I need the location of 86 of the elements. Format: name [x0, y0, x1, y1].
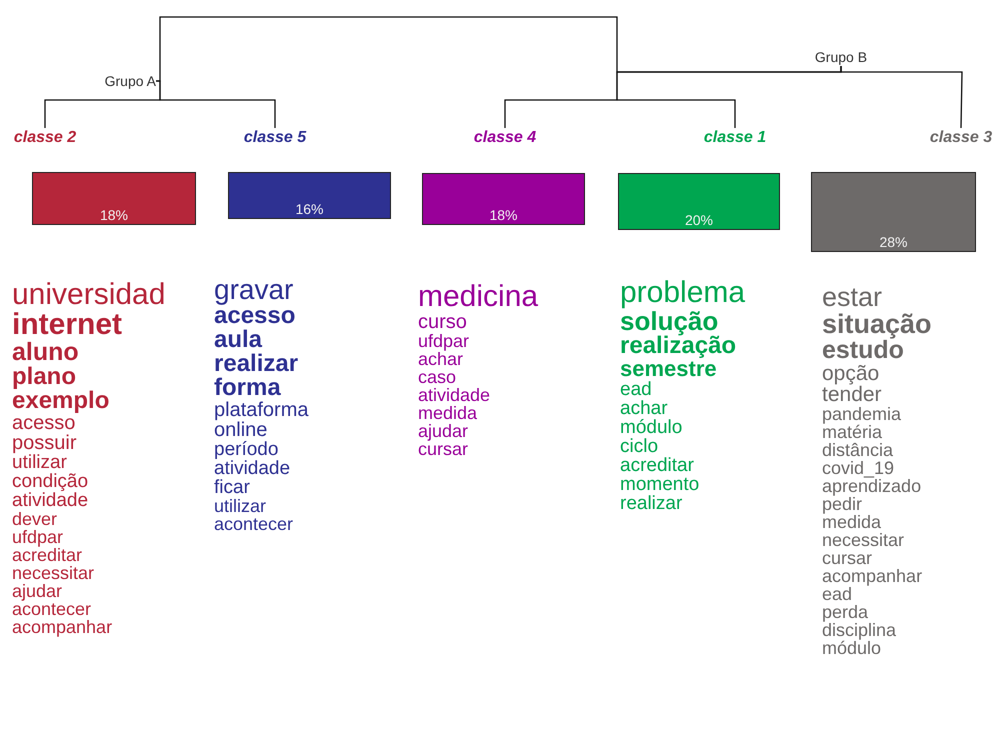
word-label: internet	[12, 310, 122, 340]
dendrogram-branch	[840, 66, 963, 128]
word-label: período	[214, 440, 278, 459]
word-label: estar	[822, 284, 882, 311]
word-label: caso	[418, 368, 456, 386]
class-label: classe 3	[924, 128, 998, 148]
word-label: acesso	[12, 413, 76, 433]
word-label: módulo	[822, 639, 882, 657]
class-label: classe 2	[6, 128, 84, 148]
word-label: necessitar	[12, 564, 94, 582]
percentage-label: 16%	[295, 201, 324, 217]
word-label: dever	[12, 510, 58, 528]
word-label: utilizar	[214, 497, 266, 515]
word-label: atividade	[12, 491, 88, 510]
word-label: disciplina	[822, 621, 896, 639]
word-label: possuir	[12, 433, 76, 453]
word-label: medida	[418, 404, 478, 422]
word-label: utilizar	[12, 453, 67, 472]
word-label: medida	[822, 513, 882, 531]
class-label: classe 1	[696, 128, 774, 148]
word-label: estudo	[822, 338, 904, 363]
class-label: classe 5	[236, 128, 314, 148]
word-label: aula	[214, 328, 262, 352]
group-label: Grupo B	[806, 48, 876, 66]
word-label: acontecer	[214, 515, 294, 533]
class-bar	[32, 172, 196, 225]
word-label: online	[214, 420, 268, 440]
word-label: ciclo	[620, 437, 658, 456]
percentage-label: 20%	[684, 212, 714, 228]
word-label: matéria	[822, 423, 882, 441]
word-label: exemplo	[12, 389, 110, 413]
word-label: necessitar	[822, 531, 904, 549]
word-label: situação	[822, 311, 932, 338]
class-bar	[618, 173, 780, 230]
word-label: plataforma	[214, 400, 308, 420]
word-label: módulo	[620, 418, 682, 437]
word-label: forma	[214, 376, 281, 400]
word-label: opção	[822, 363, 880, 384]
word-label: acesso	[214, 304, 296, 328]
word-label: ajudar	[418, 422, 468, 440]
word-label: atividade	[418, 386, 490, 404]
word-label: atividade	[214, 459, 290, 478]
word-label: condição	[12, 472, 88, 491]
word-label: achar	[620, 399, 668, 418]
word-label: realização	[620, 334, 736, 358]
word-label: perda	[822, 603, 868, 621]
word-label: semestre	[620, 358, 717, 380]
word-label: cursar	[418, 440, 468, 458]
word-label: acompanhar	[12, 618, 112, 636]
word-label: acompanhar	[822, 567, 922, 585]
percentage-label: 18%	[100, 207, 128, 223]
word-label: covid_19	[822, 459, 894, 477]
word-label: cursar	[822, 549, 872, 567]
word-label: achar	[418, 350, 464, 368]
percentage-label: 18%	[489, 207, 518, 223]
word-label: aluno	[12, 340, 79, 365]
word-label: pedir	[822, 495, 862, 513]
word-label: acontecer	[12, 600, 92, 618]
word-label: aprendizado	[822, 477, 922, 495]
word-label: realizar	[620, 494, 682, 513]
word-label: curso	[418, 312, 467, 332]
class-bar	[422, 173, 585, 225]
word-label: ufdpar	[418, 332, 470, 350]
word-label: tender	[822, 384, 882, 405]
word-label: acreditar	[620, 456, 694, 475]
percentage-label: 28%	[879, 234, 908, 250]
class-bar	[228, 172, 391, 219]
word-label: gravar	[214, 276, 294, 304]
word-label: ead	[620, 380, 652, 399]
word-label: ufdpar	[12, 528, 64, 546]
word-label: ajudar	[12, 582, 62, 600]
word-label: plano	[12, 365, 76, 389]
word-label: problema	[620, 278, 746, 308]
word-label: medicina	[418, 282, 538, 312]
class-label: classe 4	[466, 128, 544, 148]
word-label: acreditar	[12, 546, 82, 564]
word-label: momento	[620, 475, 700, 494]
word-label: realizar	[214, 352, 298, 376]
word-label: ead	[822, 585, 852, 603]
word-label: ficar	[214, 478, 250, 497]
word-label: pandemia	[822, 405, 902, 423]
class-bar	[811, 172, 976, 252]
word-label: distância	[822, 441, 894, 459]
word-label: solução	[620, 308, 718, 334]
group-label: Grupo A	[70, 72, 156, 90]
word-label: universidad	[12, 280, 166, 310]
